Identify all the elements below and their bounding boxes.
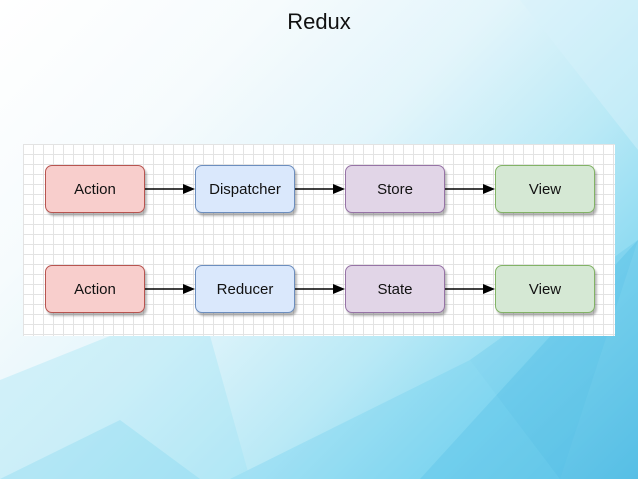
node-store-row1: Store [345,165,445,213]
node-state-row2: State [345,265,445,313]
arrow-row1-3 [445,184,495,194]
arrow-row2-3 [445,284,495,294]
arrow-row1-1 [145,184,195,194]
node-view-row1: View [495,165,595,213]
arrow-row2-1 [145,284,195,294]
slide-title: Redux [287,9,351,34]
node-action-row2: Action [45,265,145,313]
node-action-row1: Action [45,165,145,213]
node-view-row2: View [495,265,595,313]
node-dispatcher-row1: Dispatcher [195,165,295,213]
node-reducer-row2: Reducer [195,265,295,313]
arrow-row2-2 [295,284,345,294]
arrow-row1-2 [295,184,345,194]
